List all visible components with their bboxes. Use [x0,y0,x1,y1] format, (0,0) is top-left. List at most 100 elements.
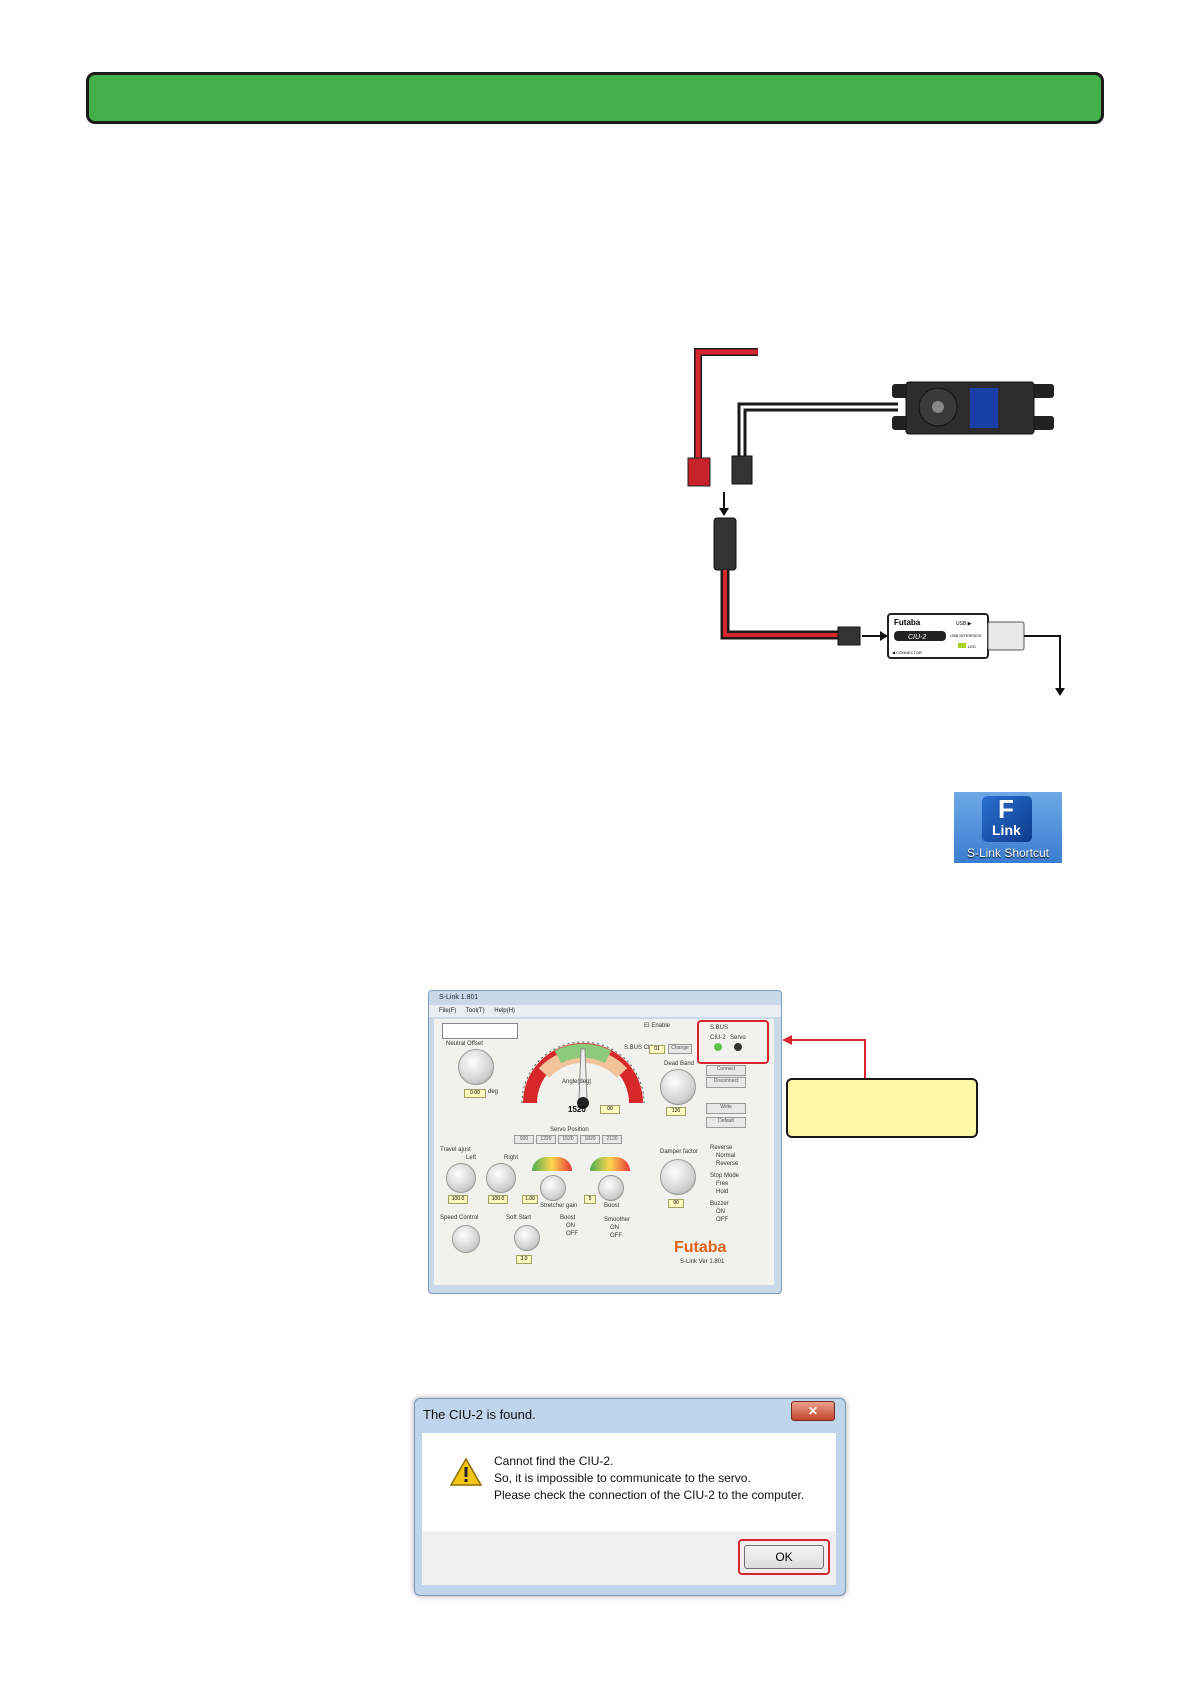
servo-position-label: Servo Position [550,1127,589,1133]
servo-connector [731,455,753,485]
ciu2-led-icon [714,1043,722,1051]
shortcut-label: S-Link Shortcut [966,846,1050,860]
dialog-body: Cannot find the CIU-2. So, it is impossi… [422,1433,836,1531]
servo-led-icon [734,1043,742,1051]
close-button[interactable]: ✕ [791,1401,835,1421]
normal-radio[interactable]: Normal [716,1153,736,1159]
soft-start-knob[interactable] [514,1225,540,1251]
ciu-dialog: The CIU-2 is found. ✕ Cannot find the CI… [414,1398,846,1596]
neutral-value: 0.00 [464,1089,486,1098]
dialog-title: The CIU-2 is found. [423,1407,536,1422]
message-line-2: So, it is impossible to communicate to t… [494,1471,751,1485]
disconnect-button[interactable]: Disconnect [706,1077,746,1088]
right-label: Right [504,1155,519,1161]
angle-label: Angle(deg) [562,1079,592,1085]
dead-band-knob[interactable] [660,1069,696,1105]
boost-knob[interactable] [598,1175,624,1201]
travel-right-value: 100.0 [488,1195,508,1204]
left-label: Left [466,1155,477,1161]
slink-shortcut-icon[interactable]: F Link S-Link Shortcut [954,792,1062,863]
pos-button[interactable]: 1520 [558,1135,578,1144]
slink-window: S-Link 1.801 File(F) Tool(T) Help(H) Neu… [428,990,782,1294]
smoother-off-radio[interactable]: OFF [610,1233,622,1239]
smoother-label: Smoother [604,1217,631,1223]
angle-gauge [521,1041,645,1109]
travel-left-knob[interactable] [446,1163,476,1193]
damper-value: 90 [668,1199,684,1208]
write-button[interactable]: Write [706,1103,746,1114]
ciu2-device: Futaba USB ▶ CIU-2 USB INTERFACE LED ◀ C… [887,613,1025,659]
window-client: Neutral Offset 0.00 deg Angle(deg) 1520 … [434,1019,774,1285]
sbus-ch-value: 01 [649,1045,665,1054]
header-banner [86,72,1104,124]
travel-right-knob[interactable] [486,1163,516,1193]
sbus-ch-label: S.BUS CH [624,1045,653,1051]
menu-bar: File(F) Tool(T) Help(H) [429,1005,781,1017]
menu-file[interactable]: File(F) [439,1008,457,1014]
servo-image [892,381,1054,435]
speed-knob[interactable] [452,1225,480,1253]
message-line-1: Cannot find the CIU-2. [494,1454,614,1468]
change-button[interactable]: Change [668,1044,692,1054]
pos-button[interactable]: 1220 [536,1135,556,1144]
servo-label: Servo [730,1035,746,1041]
damper-factor-label: Damper factor [660,1149,699,1155]
reverse-radio[interactable]: Reverse [716,1161,739,1167]
svg-text:USB ▶: USB ▶ [956,621,972,627]
dialog-message: Cannot find the CIU-2. So, it is impossi… [494,1453,804,1504]
boost-meter [590,1157,630,1171]
smoother-on-radio[interactable]: ON [610,1225,619,1231]
soft-start-checkbox[interactable]: Soft Start [506,1215,532,1221]
neutral-offset-label: Neutral Offset [446,1041,483,1047]
pos-button[interactable]: 2120 [602,1135,622,1144]
window-title: S-Link 1.801 [439,994,479,1001]
stretcher-value: 1.00 [522,1195,538,1204]
ei-enable-checkbox[interactable]: EI Enable [644,1023,671,1029]
warning-icon [450,1457,482,1486]
trim-ruler [442,1023,518,1039]
stretcher-knob[interactable] [540,1175,566,1201]
stretcher-meter [532,1157,572,1171]
free-radio[interactable]: Free [716,1181,729,1187]
svg-text:Futaba: Futaba [894,618,921,627]
version-label: S-Link Ver 1.801 [680,1259,725,1265]
travel-left-value: 100.0 [448,1195,468,1204]
boost-label: Boost [604,1203,620,1209]
svg-text:◀ CONNECTOR: ◀ CONNECTOR [892,650,922,655]
menu-tool[interactable]: Tool(T) [465,1008,485,1014]
dead-band-label: Dead Band [664,1061,695,1067]
svg-text:LED: LED [968,644,976,649]
stretcher-gain-label: Stretcher gain [540,1203,578,1209]
default-button[interactable]: Default [706,1117,746,1128]
futaba-logo: Futaba [674,1239,727,1256]
damper-knob[interactable] [660,1159,696,1195]
svg-text:USB INTERFACE: USB INTERFACE [950,633,982,638]
boost-on-radio[interactable]: ON [566,1223,575,1229]
pos-button[interactable]: 1820 [580,1135,600,1144]
boost-off-radio[interactable]: OFF [566,1231,578,1237]
boost-value: 5 [584,1195,596,1204]
soft-start-value: 3.0 [516,1255,532,1264]
buzzer-on-radio[interactable]: ON [716,1209,725,1215]
dead-band-value: 126 [666,1107,686,1116]
slink-logo-icon: F Link [982,794,1032,842]
svg-text:CIU-2: CIU-2 [908,634,926,641]
dialog-footer: OK [422,1531,836,1585]
ciu2-label: CIU-2 [710,1035,726,1041]
connect-button[interactable]: Connect [706,1065,746,1076]
pos-button[interactable]: 920 [514,1135,534,1144]
travel-adjust-label: Travel ajust [440,1147,471,1153]
y-harness [713,517,737,571]
reverse-label: Reverse [710,1145,733,1151]
ok-button[interactable]: OK [744,1545,824,1569]
boost2-label: Boost [560,1215,576,1221]
hold-radio[interactable]: Hold [716,1189,729,1195]
buzzer-label: Buzzer [710,1201,729,1207]
connection-diagram: Futaba USB ▶ CIU-2 USB INTERFACE LED ◀ C… [687,348,1065,696]
speed-control-checkbox[interactable]: Speed Control [440,1215,479,1221]
buzzer-off-radio[interactable]: OFF [716,1217,728,1223]
neutral-knob[interactable] [458,1049,494,1085]
callout-arrow [782,1035,866,1080]
message-line-3: Please check the connection of the CIU-2… [494,1488,805,1502]
menu-help[interactable]: Help(H) [494,1008,515,1014]
